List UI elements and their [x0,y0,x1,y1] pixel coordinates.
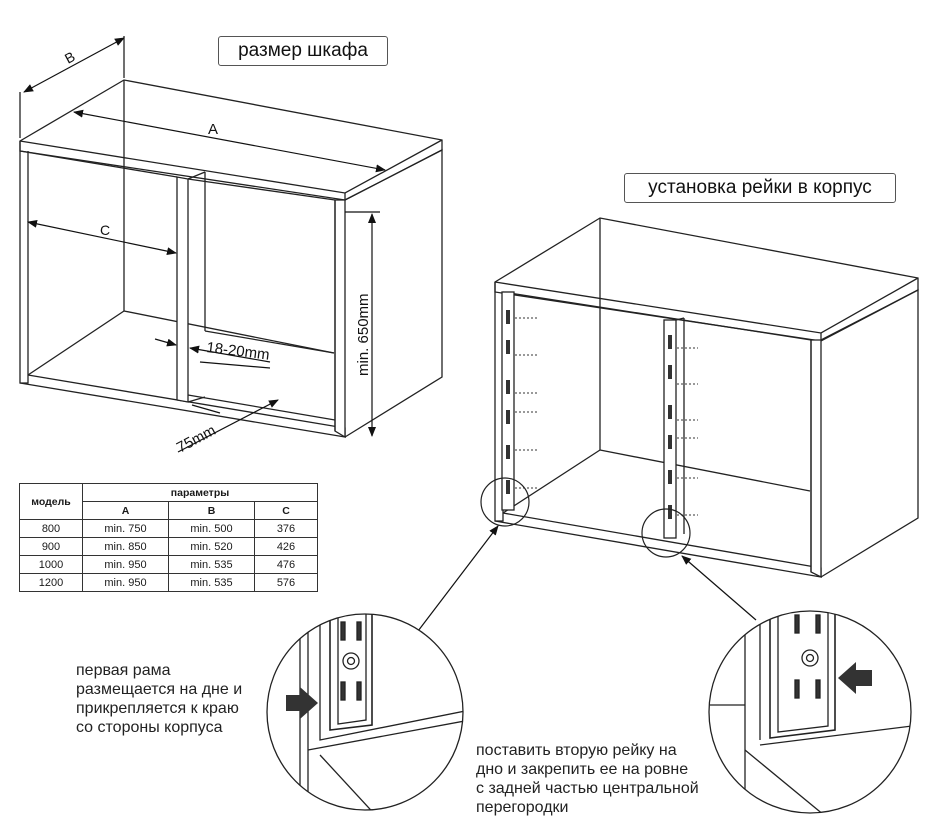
dim-label-c: C [100,222,110,238]
note-line: со стороны корпуса [76,719,223,736]
cell-b: min. 535 [168,555,255,574]
note-line: размещается на дне и [76,681,243,698]
cell-b: min. 500 [168,519,255,538]
col-header-a: A [82,501,169,520]
cell-c: 376 [254,519,318,538]
col-header-b: B [168,501,255,520]
cell-a: min. 950 [82,573,169,592]
note-line: первая рама [76,662,171,679]
dim-label-gap: 18-20mm [206,339,271,364]
col-header-params: параметры [82,483,318,502]
cabinet-size-drawing [19,79,443,439]
cell-c: 476 [254,555,318,574]
table-row: 1000 min. 950 min. 535 476 [19,555,318,574]
cell-model: 1000 [19,555,83,574]
screw-marks [515,317,698,516]
note-line: поставить вторую рейку на [476,742,677,759]
cell-c: 576 [254,573,318,592]
highlight-circle-right [641,508,691,558]
cell-a: min. 950 [82,555,169,574]
cell-b: min. 535 [168,573,255,592]
note-line: с задней частью центральной [476,780,699,797]
dim-label-a: A [208,121,218,138]
zoom-detail-right [708,610,912,814]
note-line: дно и закрепить ее на ровне [476,761,689,778]
table-row: 800 min. 750 min. 500 376 [19,519,318,538]
note-line: прикрепляется к краю [76,700,239,717]
highlight-circle-left [480,477,530,527]
dim-label-height: min. 650mm [355,293,372,376]
note-first-frame: первая рама размещается на дне и прикреп… [76,661,276,737]
dimension-lines [19,36,386,453]
cabinet-rail-drawing [494,217,919,579]
col-header-model: модель [19,483,83,520]
parameters-table: модель параметры A B C 800 min. 750 min.… [19,483,318,592]
zoom-detail-left [266,613,464,811]
rail-install-heading: установка рейки в корпус [624,173,896,203]
cabinet-size-heading: размер шкафа [218,36,388,66]
note-second-rail: поставить вторую рейку на дно и закрепит… [476,741,726,817]
col-header-c: C [254,501,318,520]
cell-model: 1200 [19,573,83,592]
table-row: 900 min. 850 min. 520 426 [19,537,318,556]
cell-a: min. 750 [82,519,169,538]
cell-model: 900 [19,537,83,556]
leader-arrows [414,525,757,636]
cell-c: 426 [254,537,318,556]
cell-a: min. 850 [82,537,169,556]
dim-label-depth: 75mm [174,422,219,457]
table-row: 1200 min. 950 min. 535 576 [19,573,318,592]
cell-model: 800 [19,519,83,538]
cell-b: min. 520 [168,537,255,556]
rail-slots [506,310,672,519]
note-line: перегородки [476,799,569,816]
